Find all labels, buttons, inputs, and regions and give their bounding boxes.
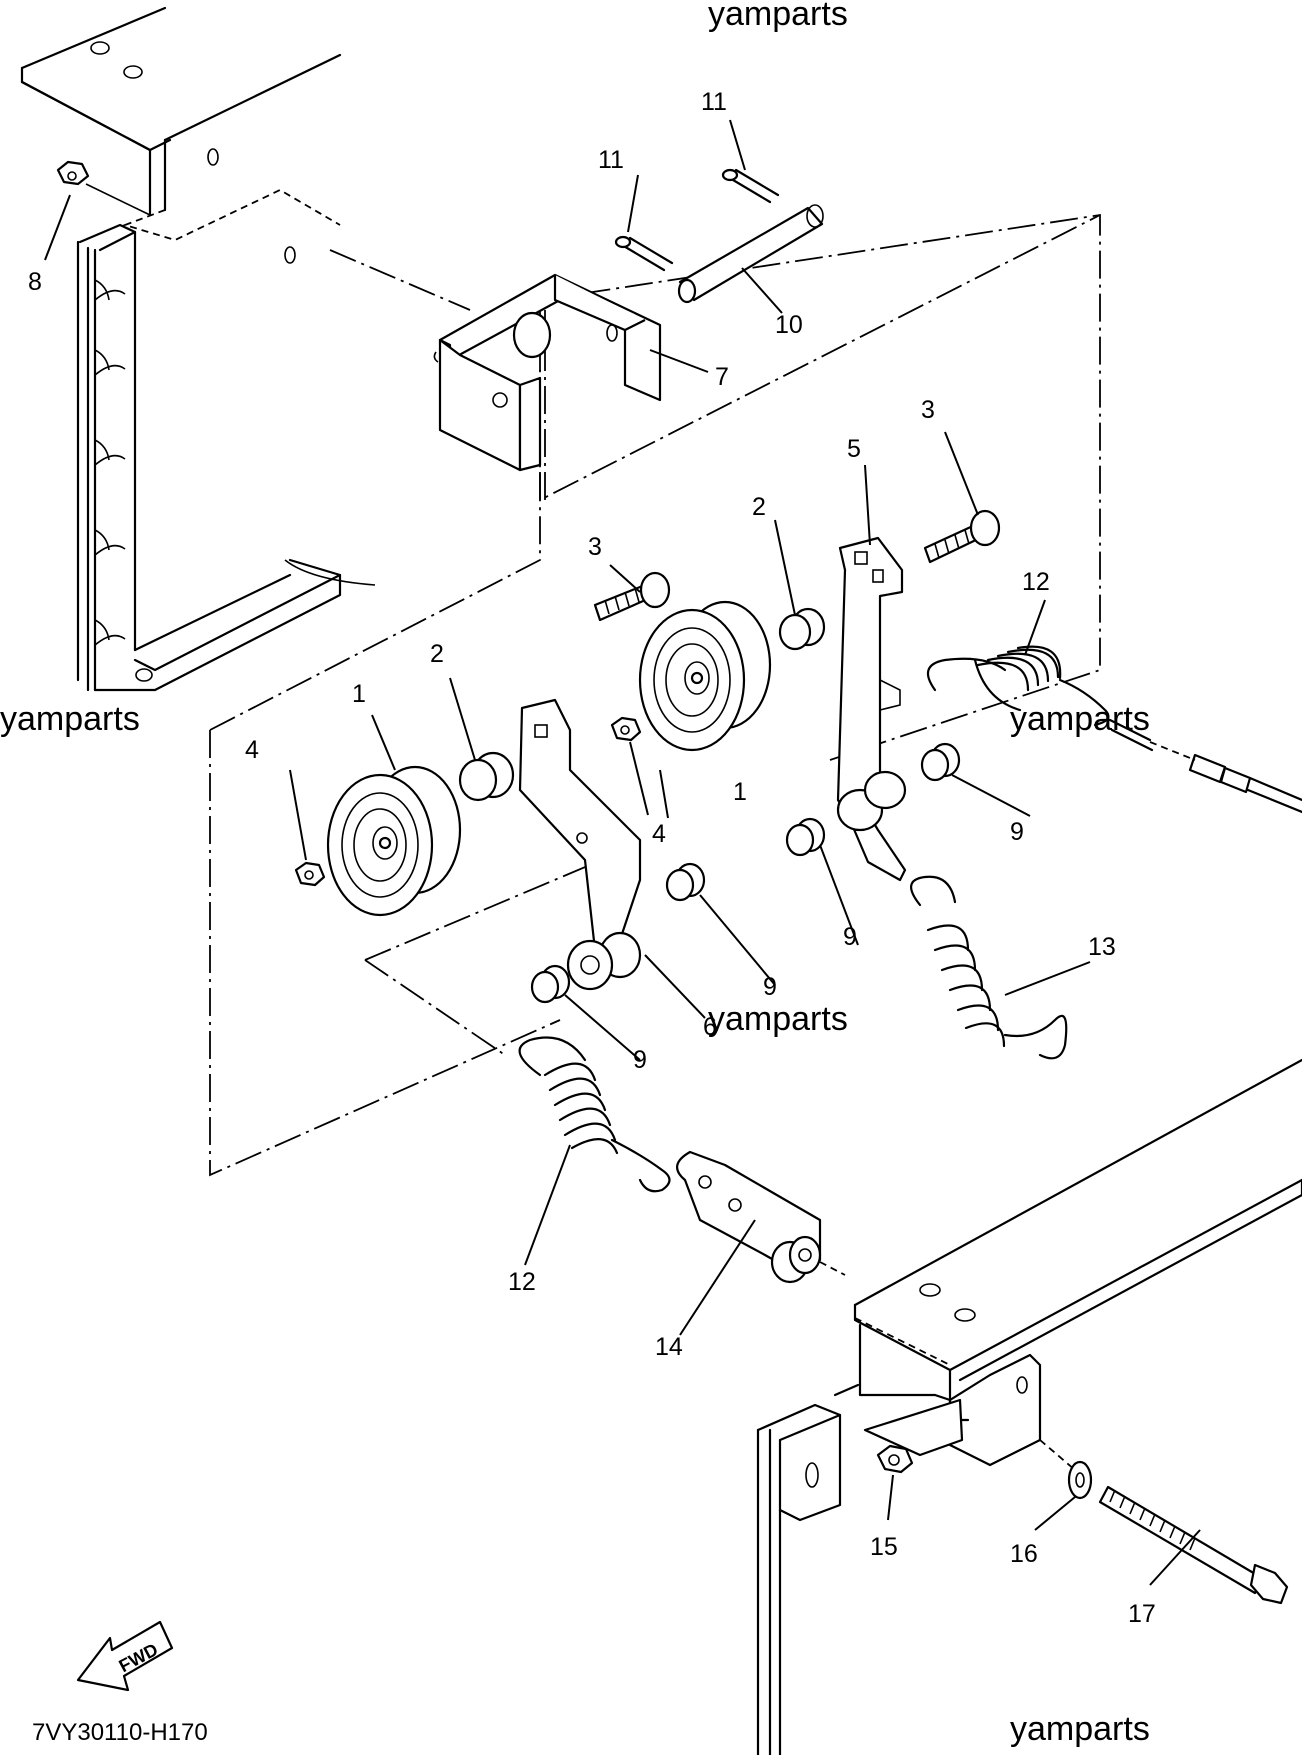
callout-2: 2 xyxy=(430,640,444,668)
part-3-bolt-right xyxy=(923,509,1001,564)
callout-1: 1 xyxy=(733,778,747,806)
part-16-washer xyxy=(1067,1460,1093,1500)
frame-upper-left xyxy=(20,6,376,692)
part-11-cotter-pin-a xyxy=(614,235,674,272)
callout-10: 10 xyxy=(775,311,803,339)
part-9-bushing-c xyxy=(665,862,706,902)
callout-4: 4 xyxy=(652,820,666,848)
callout-12: 12 xyxy=(508,1268,536,1296)
part-15-nut xyxy=(876,1444,914,1474)
part-12-spring-lower xyxy=(518,1036,671,1193)
callout-8: 8 xyxy=(28,268,42,296)
part-10-pin xyxy=(677,204,824,304)
frame-lower-right xyxy=(756,1058,1302,1755)
callout-2: 2 xyxy=(752,493,766,521)
callout-6: 6 xyxy=(703,1013,717,1041)
watermarks: yamparts yamparts yamparts yamparts yamp… xyxy=(0,0,1150,1748)
callout-3: 3 xyxy=(588,533,602,561)
callout-11: 11 xyxy=(701,88,727,116)
part-3-bolt-left xyxy=(593,571,671,622)
callout-11: 11 xyxy=(598,146,624,174)
callout-16: 16 xyxy=(1010,1540,1038,1568)
part-2-collar-left xyxy=(458,751,515,802)
part-9-bushing-d xyxy=(530,964,571,1004)
part-1-idler-pulley-left xyxy=(326,765,462,917)
callout-15: 15 xyxy=(870,1533,898,1561)
callout-4: 4 xyxy=(245,736,259,764)
part-2-collar-right xyxy=(778,607,826,651)
callout-9: 9 xyxy=(633,1046,647,1074)
watermark: yamparts xyxy=(1010,700,1150,738)
part-9-bushing-b xyxy=(785,817,826,857)
callout-13: 13 xyxy=(1088,933,1116,961)
part-6-tension-arm xyxy=(518,698,642,991)
callout-3: 3 xyxy=(921,396,935,424)
part-4-nut-left xyxy=(294,861,326,887)
callout-5: 5 xyxy=(847,435,861,463)
fwd-arrow-icon: FWD xyxy=(76,1620,174,1692)
leader-lines xyxy=(44,119,1201,1586)
callout-labels: 8 11 11 10 7 3 5 2 3 12 2 1 4 1 4 9 9 13… xyxy=(28,88,1156,1628)
watermark: yamparts xyxy=(1010,1710,1150,1748)
callout-9: 9 xyxy=(763,973,777,1001)
part-9-bushing-a xyxy=(920,742,961,782)
watermark: yamparts xyxy=(0,700,140,738)
part-7-bracket xyxy=(433,273,662,472)
part-11-cotter-pin-b xyxy=(721,168,780,204)
diagram-code: 7VY30110-H170 xyxy=(32,1719,208,1746)
part-5-tension-arm xyxy=(836,536,907,882)
callout-9: 9 xyxy=(843,923,857,951)
part-17-bolt xyxy=(1039,1439,1289,1605)
callout-1: 1 xyxy=(352,680,366,708)
part-14-link-arm xyxy=(676,1150,846,1284)
callout-7: 7 xyxy=(715,363,729,391)
part-1-idler-pulley-right xyxy=(638,600,772,752)
callout-12: 12 xyxy=(1022,568,1050,596)
callout-9: 9 xyxy=(1010,818,1024,846)
watermark: yamparts xyxy=(708,0,848,33)
callout-17: 17 xyxy=(1128,1600,1156,1628)
watermark: yamparts xyxy=(708,1000,848,1038)
part-12-spring-upper xyxy=(926,645,1302,814)
callout-14: 14 xyxy=(655,1333,683,1361)
part-13-spring xyxy=(910,875,1068,1060)
part-4-nut-right xyxy=(610,716,642,742)
